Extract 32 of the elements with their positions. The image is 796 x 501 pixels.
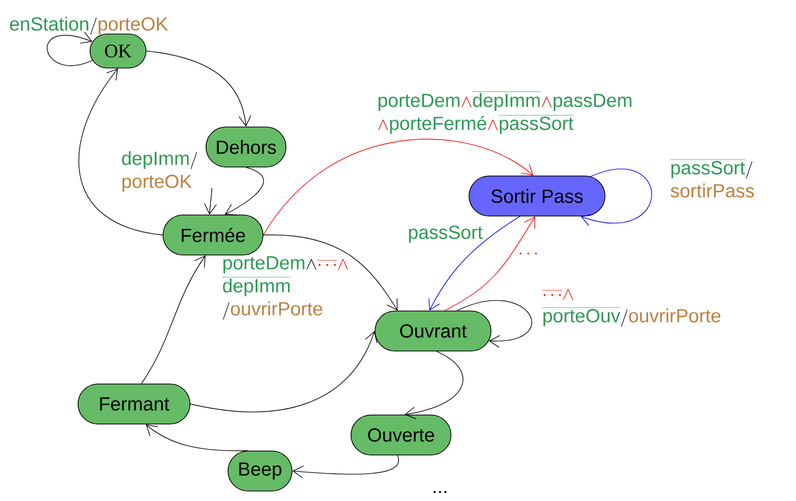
state-box: Fermant <box>78 384 190 424</box>
state-box: Beep <box>228 450 292 492</box>
state-box: OK <box>90 34 146 68</box>
arrow <box>190 331 378 412</box>
arrow <box>224 167 264 216</box>
arrow <box>263 234 398 311</box>
loop-arrow <box>580 168 652 226</box>
loop-arrow <box>47 32 93 66</box>
edge-label: $\begin{array}{l}\textcolor{red}{\overline{\cdots}\wedge}\\\overline{\textsf{porteOuv}}\textcolor{black}{/}\textcolor{brown}{\textsf{ouvrirPorte}}\end{array}$ <box>542 288 720 327</box>
arrow <box>146 424 248 452</box>
edge-label: $\begin{array}{l}\overline{\textsf{passSort}}\textcolor{black}{/}\\\textcolor{brown}{\textsf{sortirPass}}\end{array}$ <box>670 160 754 198</box>
arrow <box>263 138 534 236</box>
arrow <box>146 50 252 127</box>
arrow <box>428 216 520 311</box>
arrow <box>404 351 464 420</box>
state-box: Ouvrant <box>374 310 492 352</box>
arrow <box>78 68 163 236</box>
ellipsis-note: ... <box>434 490 446 493</box>
state-box: Sortir Pass <box>468 176 606 216</box>
edge-label: $\textsf{enStation}\textcolor{black}{/}\textcolor{brown}{\textsf{porteOK}}$ <box>10 16 168 35</box>
arrow <box>204 188 217 215</box>
edge-label: $\begin{array}{l}\textsf{porteDem}\textcolor{black}{\wedge}\textcolor{red}{\overline{\cdots}\wedge}\\\overline{\textsf{depImm}}\\\textcolor{black}{/}\textcolor{brown}{\textsf{ouvrirPorte}}\end{array}$ <box>222 256 348 320</box>
edge-label: $\begin{array}{l}\textsf{porteDem}\textcolor{red}{\wedge}\overline{\textsf{depImm}}\textcolor{red}{\wedge}\textsf{passDem}\\\textcolor{red}{\wedge}\textsf{porteFermé}\textcolor{red}{\wedge}\overline{\textsf{passSort}}\end{array}$ <box>378 92 632 134</box>
edge-label: $\textsf{passSort}$ <box>409 226 483 243</box>
edge-label: $\begin{array}{l}\textsf{depImm}\textcolor{black}{/}\\\textcolor{brown}{\textsf{porteOK}}\end{array}$ <box>122 151 197 192</box>
state-box: Ouverte <box>350 414 452 456</box>
arrow <box>444 216 536 311</box>
state-box: Fermée <box>162 214 264 256</box>
state-box: Dehors <box>206 126 286 168</box>
edge-label: $\textcolor{red}{\cdots}$ <box>520 252 537 254</box>
loop-arrow <box>456 300 532 348</box>
arrow <box>141 255 206 384</box>
